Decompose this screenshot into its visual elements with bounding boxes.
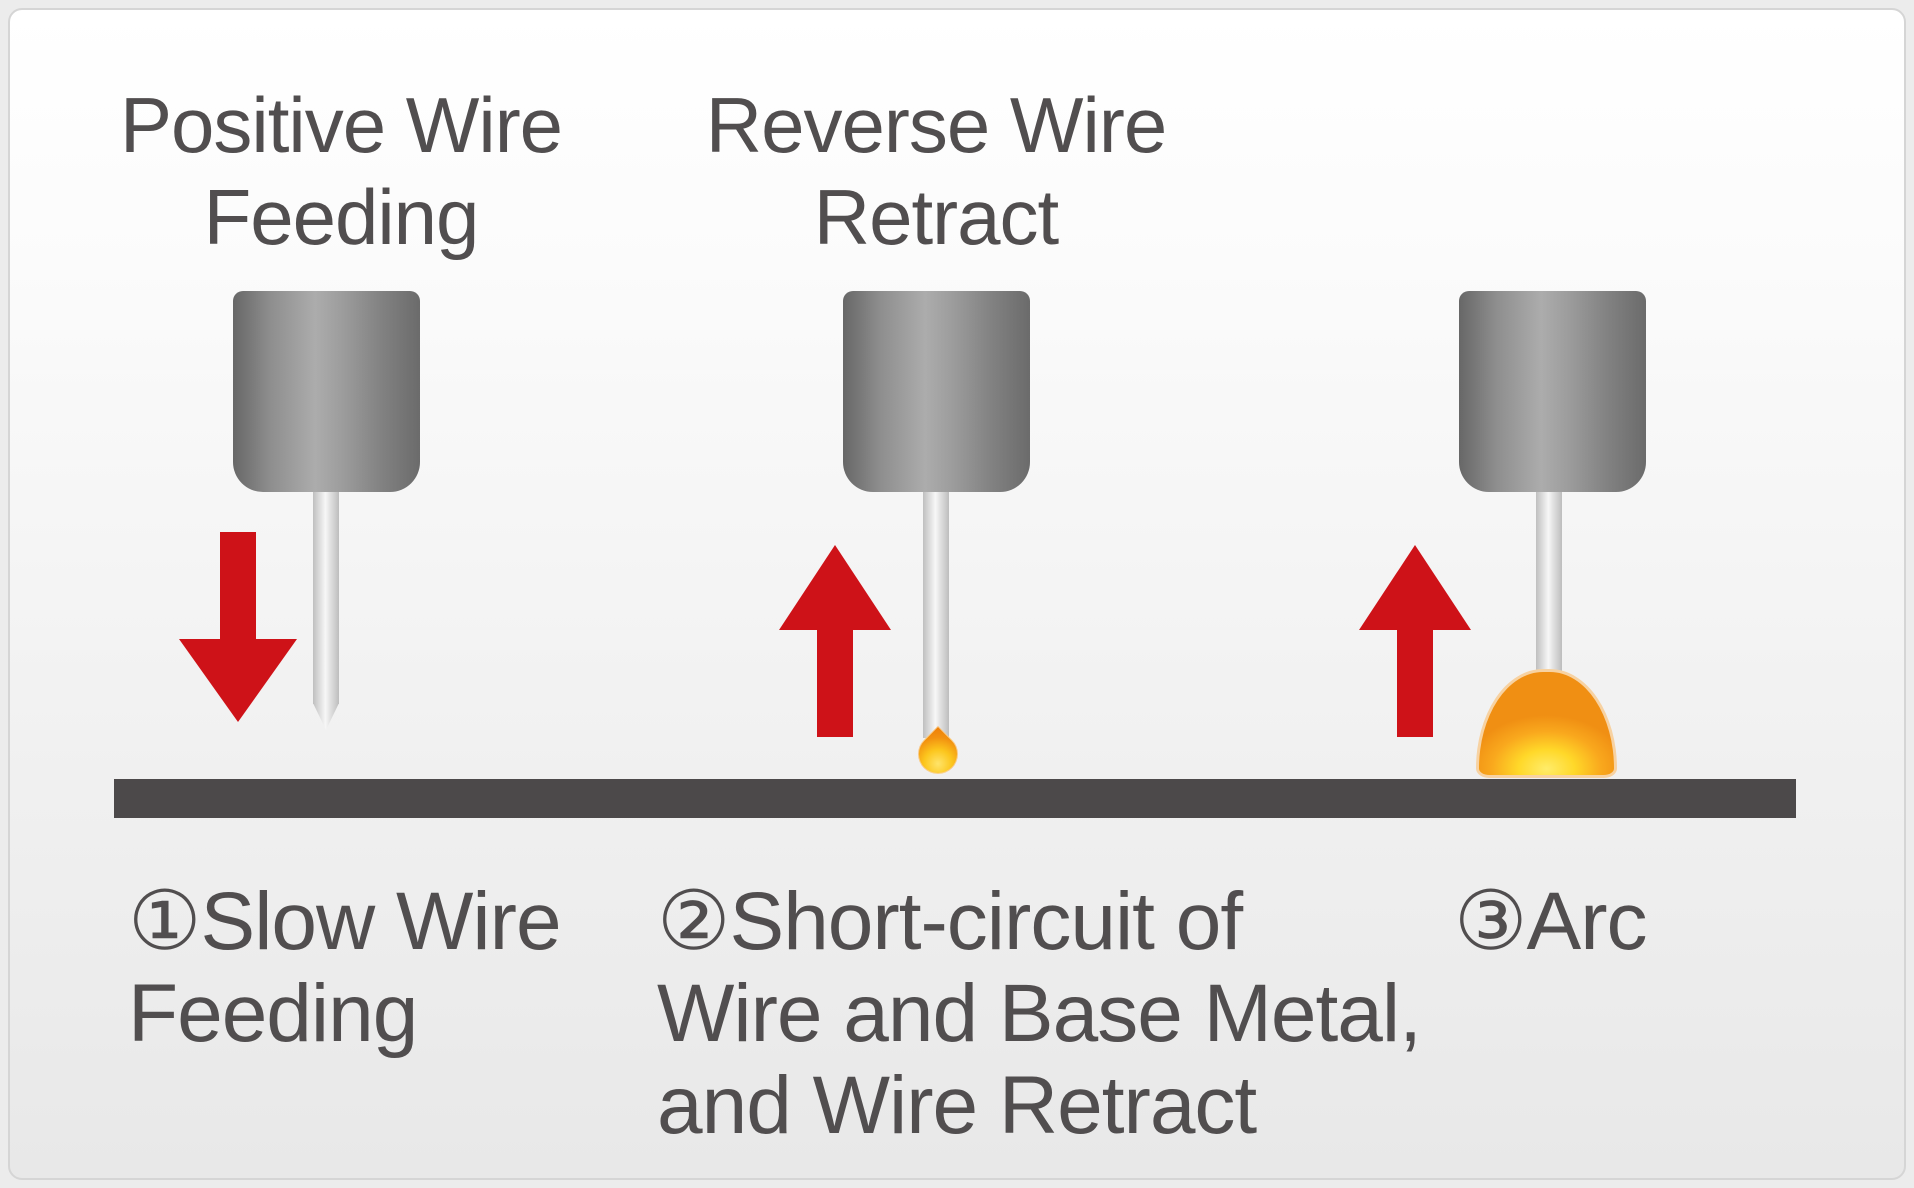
stage2-caption-line1: ②Short-circuit of — [657, 876, 1243, 967]
up-arrow-shaft — [1397, 628, 1433, 737]
wire-2 — [923, 492, 949, 738]
welding-torch-3 — [1459, 291, 1646, 492]
down-arrow-head — [179, 639, 297, 722]
stage1-caption-line1: ①Slow Wire — [128, 876, 562, 967]
down-arrow-icon — [179, 532, 297, 722]
short-circuit-flame-icon — [909, 725, 967, 783]
up-arrow-head — [1359, 545, 1471, 630]
flame-drop-shape — [909, 725, 967, 783]
stage3-caption: ③Arc — [1454, 876, 1648, 968]
welding-torch-2 — [843, 291, 1030, 492]
up-arrow-icon-2 — [779, 545, 891, 737]
base-metal-plate — [114, 779, 1796, 818]
stage1-heading-line2: Feeding — [203, 173, 480, 261]
stage2-caption-line3: and Wire Retract — [657, 1060, 1257, 1151]
stage2-heading: Reverse Wire Retract — [636, 79, 1236, 263]
down-arrow-shaft — [220, 532, 256, 640]
up-arrow-icon-3 — [1359, 545, 1471, 737]
stage2-heading-line2: Retract — [813, 173, 1059, 261]
wire-3 — [1536, 492, 1562, 680]
stage2-caption: ②Short-circuit of Wire and Base Metal, a… — [657, 876, 1422, 1152]
up-arrow-shaft — [817, 628, 853, 737]
wire-1 — [313, 492, 339, 704]
stage1-heading: Positive Wire Feeding — [41, 79, 641, 263]
stage2-caption-line2: Wire and Base Metal, — [657, 968, 1422, 1059]
stage1-heading-line1: Positive Wire — [119, 81, 563, 169]
up-arrow-head — [779, 545, 891, 630]
stage1-caption: ①Slow Wire Feeding — [128, 876, 562, 1060]
stage3-caption-line1: ③Arc — [1454, 876, 1648, 967]
stage1-caption-line2: Feeding — [128, 968, 418, 1059]
stage2-heading-line1: Reverse Wire — [705, 81, 1167, 169]
welding-torch-1 — [233, 291, 420, 492]
